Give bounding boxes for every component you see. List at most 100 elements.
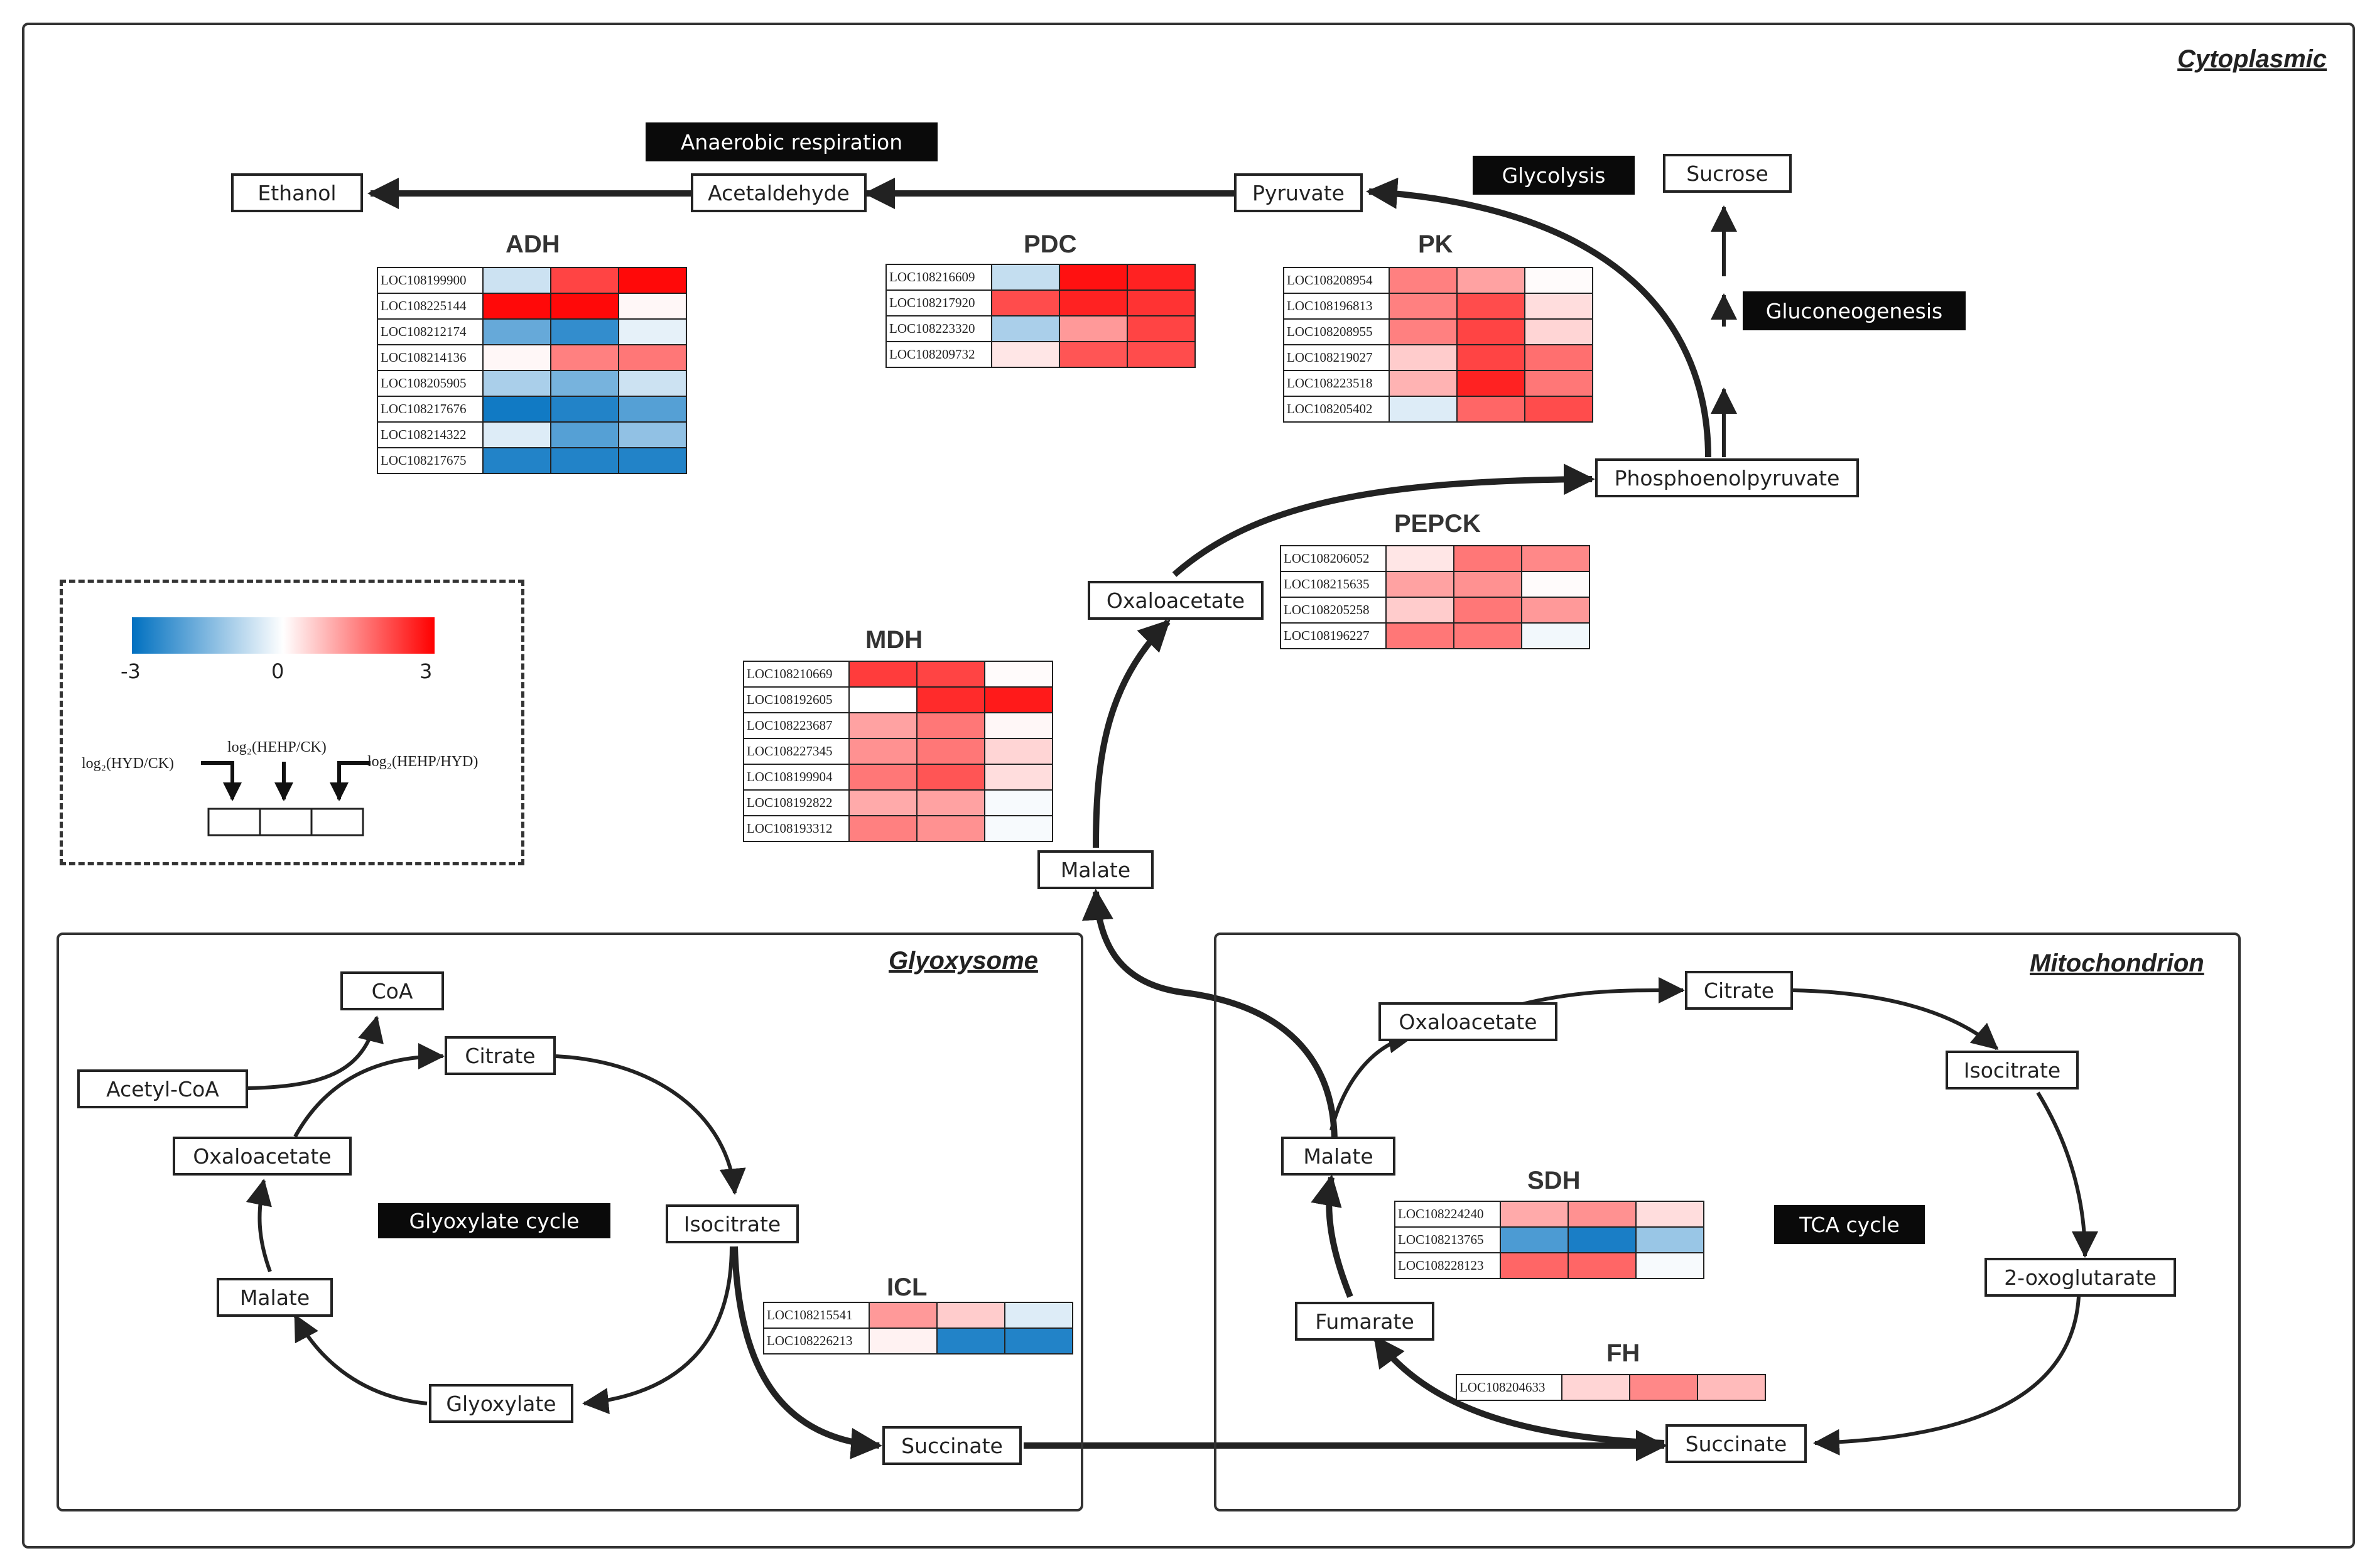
heatmap-cell	[1629, 1374, 1698, 1401]
gene-id: LOC108192822	[743, 789, 850, 816]
heatmap-cell	[1389, 318, 1458, 345]
heatmap-cell	[1635, 1252, 1704, 1279]
heatmap-cell	[550, 267, 619, 294]
glycolysis-label: Glycolysis	[1473, 156, 1635, 195]
heatmap-cell	[1456, 318, 1525, 345]
heatmap-cell	[550, 370, 619, 397]
heatmap-cell	[618, 447, 687, 474]
heatmap-row: LOC108193312	[743, 815, 1053, 842]
heatmap-cell	[1453, 571, 1522, 598]
heatmap-row: LOC108217676	[377, 396, 687, 423]
heatmap-cell	[1521, 571, 1590, 598]
heatmap-cell	[550, 396, 619, 423]
heatmap-row: LOC108196813	[1283, 293, 1593, 320]
heatmap-cell	[1059, 289, 1128, 316]
glyoxylate-cycle-label: Glyoxylate cycle	[378, 1203, 610, 1238]
gene-id: LOC108199900	[377, 267, 484, 294]
cytoplasmic-frame	[22, 23, 2355, 1549]
heatmap-cell	[482, 293, 551, 320]
heatmap-cell	[991, 289, 1060, 316]
heatmap-cell	[550, 344, 619, 371]
anaerobic-respiration-label: Anaerobic respiration	[646, 122, 938, 161]
heatmap-cell	[1453, 622, 1522, 649]
metabolite-citrate-gly: Citrate	[445, 1036, 556, 1075]
heatmap-row: LOC108210669	[743, 661, 1053, 688]
heatmap-row: LOC108192822	[743, 789, 1053, 816]
heatmap-row: LOC108214322	[377, 421, 687, 448]
heatmap-cell	[1456, 344, 1525, 371]
heatmap-row: LOC108227345	[743, 738, 1053, 765]
heatmap-cell	[916, 764, 985, 791]
gene-id: LOC108213765	[1394, 1226, 1501, 1253]
heatmap-row: LOC108223687	[743, 712, 1053, 739]
metabolite-ethanol: Ethanol	[231, 173, 363, 212]
heatmap-cell	[1635, 1201, 1704, 1228]
arrow-oaa-citrate-mito	[1519, 976, 1685, 1007]
heatmap-cell	[1453, 597, 1522, 624]
heatmap-cell	[984, 738, 1053, 765]
gene-id: LOC108224240	[1394, 1201, 1501, 1228]
heatmap-cell	[618, 267, 687, 294]
gene-id: LOC108223320	[885, 315, 992, 342]
heatmap-cell	[1568, 1226, 1637, 1253]
heatmap-cell	[848, 686, 918, 713]
legend-colorbar	[132, 617, 435, 654]
heatmap-cell	[848, 789, 918, 816]
heatmap-cell	[1127, 264, 1196, 291]
heatmap-row: LOC108196227	[1280, 622, 1590, 649]
heatmap-row: LOC108205258	[1280, 597, 1590, 624]
gene-id: LOC108215635	[1280, 571, 1387, 598]
arrow-isocitrate-glyoxylate	[582, 1246, 734, 1414]
glyoxysome-frame	[57, 933, 1083, 1511]
heatmap-cell	[1456, 293, 1525, 320]
arrow-isocitrate-oxoglut	[2036, 1091, 2098, 1258]
metabolite-coa: CoA	[340, 971, 444, 1010]
heatmap-row: LOC108204633	[1456, 1374, 1766, 1401]
arrow-mito-malate-cyto	[1081, 889, 1338, 1144]
heatmap-cell	[1127, 289, 1196, 316]
heatmap-cell	[618, 318, 687, 345]
heatmap-cell	[916, 712, 985, 739]
heatmap-fh: LOC108204633	[1456, 1374, 1766, 1401]
metabolite-succinate-mito: Succinate	[1665, 1424, 1807, 1463]
heatmap-cell	[1385, 571, 1454, 598]
heatmap-row: LOC108205905	[377, 370, 687, 397]
heatmap-cell	[984, 815, 1053, 842]
heatmap-cell	[1059, 264, 1128, 291]
heatmap-cell	[1127, 341, 1196, 368]
heatmap-cell	[984, 764, 1053, 791]
heatmap-cell	[1635, 1226, 1704, 1253]
legend-label-hehp-ck: log₂(HEHP/CK)	[227, 739, 327, 755]
heatmap-cell	[916, 738, 985, 765]
heatmap-cell	[482, 267, 551, 294]
heatmap-cell	[618, 370, 687, 397]
gene-id: LOC108217920	[885, 289, 992, 316]
metabolite-fumarate: Fumarate	[1295, 1302, 1434, 1341]
gene-id: LOC108192605	[743, 686, 850, 713]
heatmap-cell	[916, 789, 985, 816]
legend-tick-max: 3	[420, 659, 433, 683]
metabolite-malate-cyto: Malate	[1037, 850, 1154, 889]
heatmap-cell	[1059, 341, 1128, 368]
glyoxysome-title: Glyoxysome	[889, 947, 1038, 975]
heatmap-row: LOC108192605	[743, 686, 1053, 713]
heatmap-cell	[916, 661, 985, 688]
heatmap-cell	[984, 712, 1053, 739]
heatmap-cell	[1500, 1252, 1569, 1279]
arrow-malate-oaa	[1093, 619, 1171, 848]
heatmap-row: LOC108206052	[1280, 545, 1590, 572]
heatmap-cell	[936, 1327, 1005, 1354]
heatmap-cell	[1524, 396, 1593, 423]
heatmap-row: LOC108212174	[377, 318, 687, 345]
arrow-pep-pyruvate	[1366, 177, 1711, 458]
heatmap-row: LOC108228123	[1394, 1252, 1704, 1279]
heatmap-cell	[550, 318, 619, 345]
enzyme-label-pk: PK	[1418, 230, 1453, 258]
heatmap-cell	[984, 789, 1053, 816]
tca-cycle-label: TCA cycle	[1774, 1205, 1925, 1244]
heatmap-row: LOC108219027	[1283, 344, 1593, 371]
heatmap-cell	[1568, 1201, 1637, 1228]
